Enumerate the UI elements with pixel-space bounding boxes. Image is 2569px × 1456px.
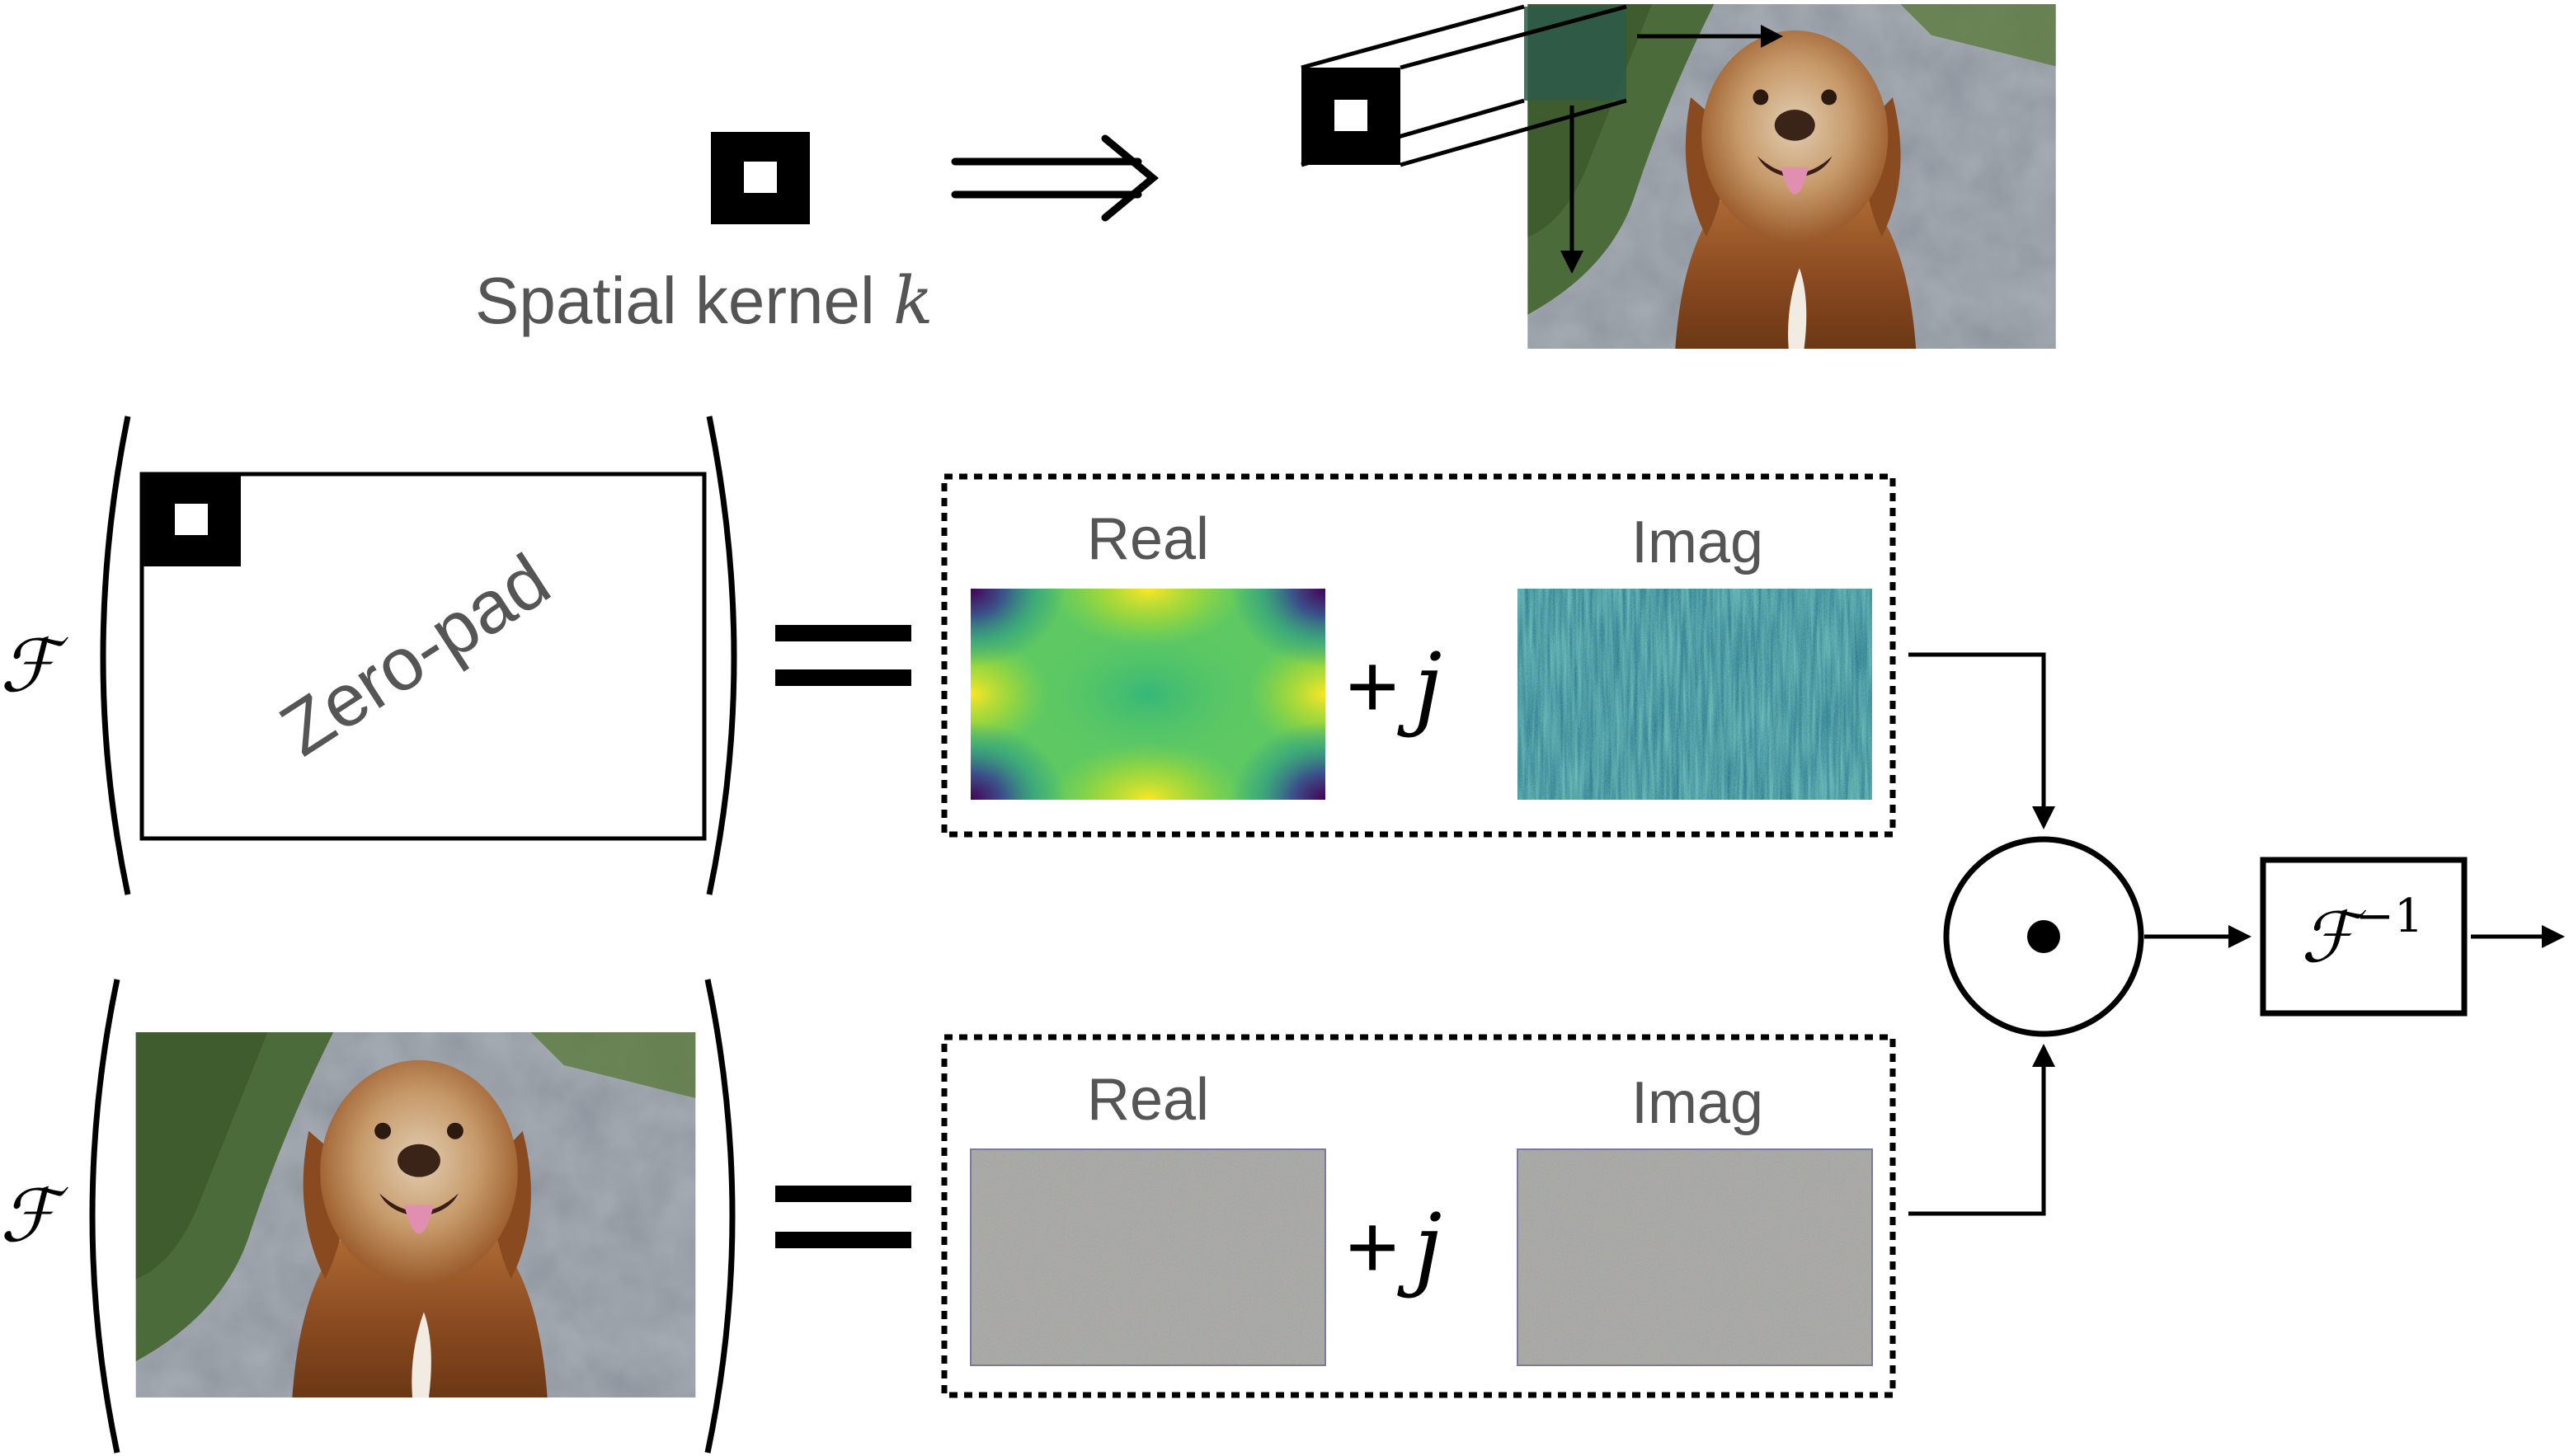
fourier-symbol-1: ℱ bbox=[0, 623, 68, 708]
equals-sign-2 bbox=[775, 1186, 911, 1248]
kernel-real-heatmap bbox=[971, 589, 1325, 800]
connector-top bbox=[1908, 652, 2046, 810]
arrow-to-inverse bbox=[2144, 925, 2251, 948]
imag-label-1: Imag bbox=[1631, 510, 1763, 575]
imag-label-2: Imag bbox=[1631, 1070, 1763, 1136]
image-real-heatmap bbox=[970, 1148, 1326, 1366]
plus-j-2: +j bbox=[1346, 1194, 1442, 1299]
implies-arrow bbox=[951, 134, 1160, 222]
arrowhead-bottom bbox=[2032, 1044, 2055, 1067]
equals-sign-1 bbox=[775, 625, 911, 686]
plus-j-1: +j bbox=[1346, 633, 1442, 739]
hadamard-product-node bbox=[1943, 836, 2144, 1037]
real-label-1: Real bbox=[1087, 506, 1209, 572]
kernel-spectrum-box: Real Imag +j bbox=[941, 473, 1896, 838]
big-parens-2 bbox=[89, 979, 736, 1454]
inverse-fourier-label: ℱ−1 bbox=[2301, 890, 2424, 978]
kernel-label: Spatial kernel k bbox=[475, 262, 933, 339]
big-parens-1 bbox=[100, 416, 737, 895]
kernel-icon bbox=[711, 132, 810, 224]
inverse-fourier-box: ℱ−1 bbox=[2260, 857, 2468, 1017]
zero-pad-canvas: Zero-pad bbox=[139, 472, 707, 841]
arrowhead-top bbox=[2032, 806, 2055, 829]
connector-bottom bbox=[1908, 1064, 2046, 1216]
real-label-2: Real bbox=[1087, 1067, 1209, 1133]
sliding-kernel-illustration bbox=[1301, 4, 2056, 349]
image-spectrum-box: Real Imag +j bbox=[941, 1034, 1896, 1398]
image-imag-heatmap bbox=[1517, 1148, 1873, 1366]
dog-photo-input bbox=[136, 1032, 695, 1397]
output-arrow bbox=[2471, 925, 2565, 948]
fourier-symbol-2: ℱ bbox=[0, 1173, 68, 1258]
kernel-imag-heatmap bbox=[1517, 589, 1872, 800]
